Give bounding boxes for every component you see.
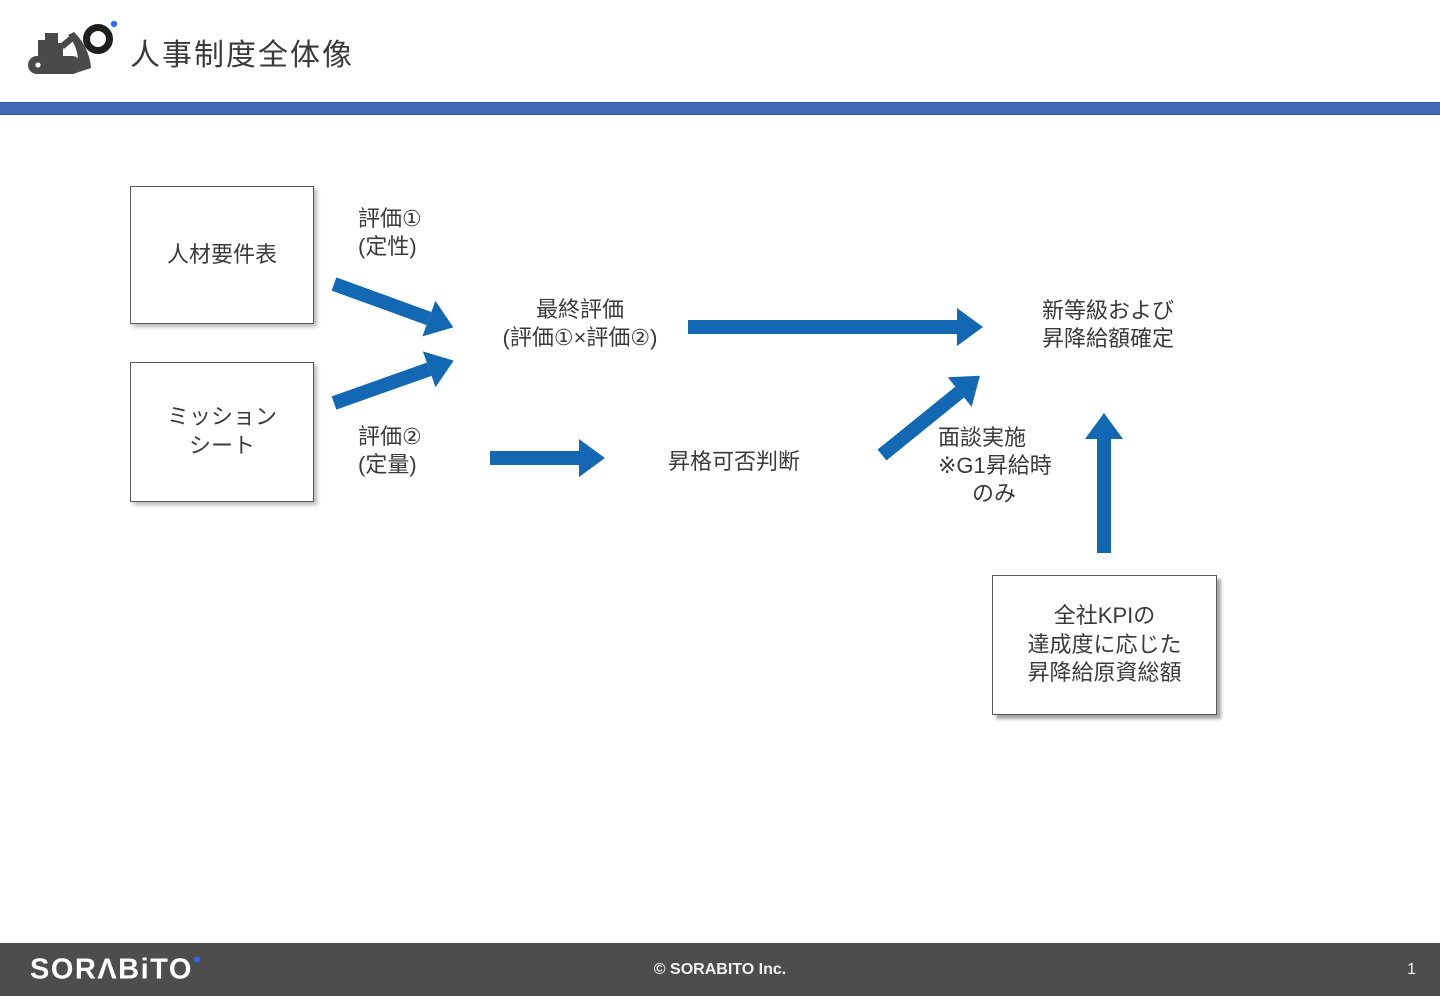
arrow-mission-to-final-eval [331, 362, 432, 410]
arrow-kpi-to-new-grade [1097, 439, 1111, 553]
final-evaluation-label: 最終評価 (評価①×評価②) [502, 297, 658, 351]
talent-requirements-label: 人材要件表 [166, 241, 277, 267]
footer-bar: SORΛBiTO © SORABITO Inc. 1 [0, 943, 1440, 996]
copyright-text: © SORABITO Inc. [653, 960, 787, 978]
bulldozer-logo-icon [28, 20, 118, 74]
footer-sorabito-logo: SORΛBiTO [30, 953, 200, 986]
page-number: 1 [1407, 960, 1416, 978]
kpi-pool-label-line2: 達成度に応じた [1027, 631, 1182, 657]
arrow-final-eval-to-new-grade [688, 308, 983, 346]
talent-requirements-box: 人材要件表 [130, 186, 314, 324]
accent-bar [0, 102, 1440, 115]
interview-note-label: 面談実施 ※G1昇給時 のみ [938, 425, 1052, 507]
arrow-talent-to-final-eval [331, 277, 432, 326]
promotion-judgement-label: 昇格可否判断 [668, 449, 801, 474]
footer-logo-text: SORΛBiTO [30, 953, 193, 985]
page-title: 人事制度全体像 [130, 39, 354, 72]
new-grade-label: 新等級および 昇降給額確定 [1041, 298, 1174, 352]
evaluation1-label: 評価① (定性) [358, 206, 422, 260]
mission-sheet-box: ミッション シート [130, 362, 314, 502]
evaluation2-label: 評価② (定量) [358, 424, 422, 478]
arrow-to-promotion-judgement [490, 439, 605, 477]
logo-blue-dot-icon [193, 956, 200, 962]
kpi-pool-label-line3: 昇降給原資総額 [1027, 660, 1182, 686]
mission-sheet-label-line2: シート [188, 433, 255, 458]
kpi-pool-label-line1: 全社KPIの [1053, 603, 1156, 629]
mission-sheet-label-line1: ミッション [166, 404, 277, 430]
kpi-pool-box: 全社KPIの 達成度に応じた 昇降給原資総額 [992, 575, 1217, 715]
